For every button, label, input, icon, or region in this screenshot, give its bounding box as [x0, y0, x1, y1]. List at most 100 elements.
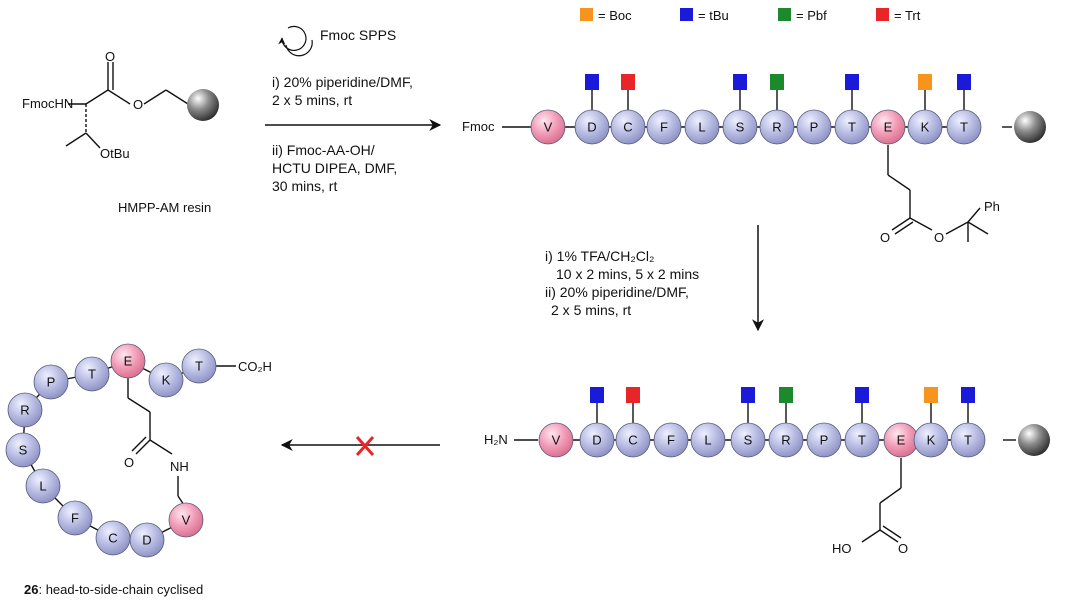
co2h-label: CO₂H	[238, 359, 272, 374]
peptide2-protecting-group-tbu	[855, 387, 869, 403]
product-residue-r-5: R	[7, 392, 43, 428]
product-residue-label: V	[182, 513, 191, 528]
peptide2-residue-label: S	[744, 433, 753, 448]
peptide2-protecting-group-tbu	[741, 387, 755, 403]
product-residue-label: D	[142, 533, 151, 548]
starting-material: FmocHN O O OtBu HMPP-AM resin	[22, 49, 219, 215]
peptide1-residue-label: D	[587, 120, 596, 135]
product-residue-label: P	[47, 375, 56, 390]
product-residue-l-7: L	[25, 468, 61, 504]
cross-icon	[355, 436, 375, 456]
peptide2-protecting-group-pbf	[779, 387, 793, 403]
peptide1-protecting-group-tbu	[733, 74, 747, 90]
peptide1-residue-label: P	[810, 120, 819, 135]
peptide2-protecting-group-tbu	[590, 387, 604, 403]
carbonyl-o-label: O	[105, 49, 115, 64]
step1-line-4: HCTU DIPEA, DMF,	[272, 160, 397, 176]
peptide1-residue-label: F	[660, 120, 668, 135]
product-residue-label: T	[88, 367, 96, 382]
legend-label-trt: = Trt	[894, 8, 921, 23]
peptide1-residue-s-5: S	[722, 109, 758, 145]
peptide2-residue-r-6: R	[768, 422, 804, 458]
step1-conditions: Fmoc SPPS i) 20% piperidine/DMF, 2 x 5 m…	[265, 25, 442, 194]
peptide1-residue-e-9: E	[870, 109, 906, 145]
legend-swatch-pbf	[778, 8, 791, 21]
amide-nh-label: NH	[170, 459, 189, 474]
step2-line-4: 2 x 5 mins, rt	[551, 302, 631, 318]
product-residue-c-9: C	[95, 520, 131, 556]
peptide2-residue-label: F	[667, 433, 675, 448]
product-residue-label: K	[162, 373, 171, 388]
phenyl-label: Ph	[984, 199, 1000, 214]
peptide1-protecting-group-tbu	[585, 74, 599, 90]
product-residue-label: L	[39, 479, 46, 494]
side-chain-ho: HO	[832, 541, 852, 556]
peptide1-residue-p-7: P	[796, 109, 832, 145]
peptide1-residue-label: K	[921, 120, 930, 135]
step2-line-1: i) 1% TFA/CH₂Cl₂	[545, 248, 654, 264]
peptide2-residue-l-4: L	[690, 422, 726, 458]
n-terminus-h2n: H₂N	[484, 432, 508, 447]
peptide2-residue-label: R	[781, 433, 790, 448]
ester-o-label: O	[133, 97, 143, 112]
resin-label: HMPP-AM resin	[118, 200, 211, 215]
compound-description: : head-to-side-chain cyclised	[38, 582, 203, 597]
product-residue-k-1: K	[148, 362, 184, 398]
product-residue-label: F	[71, 511, 79, 526]
peptide1-protecting-group-tbu	[957, 74, 971, 90]
step1-line-2: 2 x 5 mins, rt	[272, 92, 352, 108]
product-residue-t-0: T	[181, 348, 217, 384]
product-residue-v-11: V	[168, 502, 204, 538]
product-residue-p-4: P	[33, 364, 69, 400]
peptide2-residue-label: P	[820, 433, 829, 448]
otbu-label: OtBu	[100, 146, 130, 161]
peptide2-residue-label: T	[858, 433, 866, 448]
fmochn-label: FmocHN	[22, 96, 73, 111]
peptide1-residue-k-10: K	[907, 109, 943, 145]
legend-label-pbf: = Pbf	[796, 8, 827, 23]
peptide1-residue-label: E	[884, 120, 893, 135]
protecting-group-legend: = Boc= tBu= Pbf= Trt	[580, 8, 921, 23]
peptide1-residue-label: S	[736, 120, 745, 135]
peptide2-residue-d-1: D	[579, 422, 615, 458]
compound-caption: 26: head-to-side-chain cyclised	[24, 582, 203, 597]
peptide2-residue-label: D	[592, 433, 601, 448]
product-residue-t-3: T	[74, 356, 110, 392]
step1-line-5: 30 mins, rt	[272, 178, 337, 194]
peptide1-residue-t-8: T	[834, 109, 870, 145]
step1-line-3: ii) Fmoc-AA-OH/	[272, 142, 375, 158]
peptide1-protecting-group-trt	[621, 74, 635, 90]
side-chain-carbonyl-o-2: O	[898, 541, 908, 556]
product-residue-label: S	[19, 443, 28, 458]
peptide1-residue-t-11: T	[946, 109, 982, 145]
product-residue-label: T	[195, 359, 203, 374]
peptide2-residue-t-11: T	[950, 422, 986, 458]
peptide1-protecting-group-boc	[918, 74, 932, 90]
product-residue-label: R	[20, 403, 29, 418]
peptide1-residue-l-4: L	[684, 109, 720, 145]
peptide1-residue-label: T	[848, 120, 856, 135]
peptide1-residue-f-3: F	[646, 109, 682, 145]
side-chain-ester-o: O	[934, 230, 944, 245]
peptide2-residue-label: T	[964, 433, 972, 448]
product-residue-f-8: F	[57, 500, 93, 536]
compound-number: 26	[24, 582, 38, 597]
peptide1-residue-c-2: C	[610, 109, 646, 145]
peptide1-residue-v-0: V	[530, 109, 566, 145]
peptide2-residue-k-10: K	[913, 422, 949, 458]
peptide2-residue-label: V	[552, 433, 561, 448]
peptide2-residue-t-8: T	[844, 422, 880, 458]
peptide1-residue-label: V	[544, 120, 553, 135]
peptide2-residue-v-0: V	[538, 422, 574, 458]
product-residue-d-10: D	[129, 522, 165, 558]
product-residue-s-6: S	[5, 432, 41, 468]
peptide2-residue-label: C	[628, 433, 637, 448]
peptide1-residue-r-6: R	[759, 109, 795, 145]
legend-swatch-tbu	[680, 8, 693, 21]
peptide2-residue-f-3: F	[653, 422, 689, 458]
cycle-label: Fmoc SPPS	[320, 27, 396, 43]
peptide2-residue-s-5: S	[730, 422, 766, 458]
product-residue-label: E	[124, 354, 133, 369]
